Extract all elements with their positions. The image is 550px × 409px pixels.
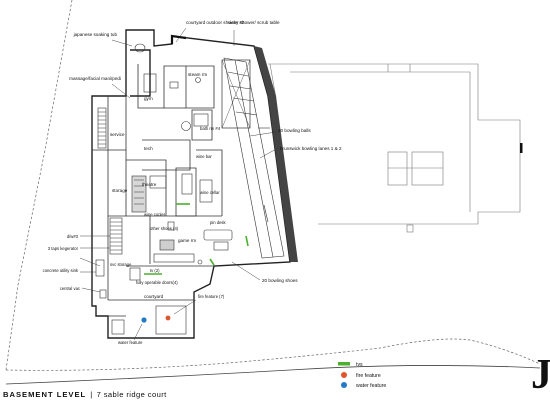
legend-fire-label: fire feature: [356, 373, 381, 379]
brand-logo: J: [531, 352, 550, 398]
north-marker: [520, 143, 523, 153]
legend: tvs fire feature water feature: [338, 362, 386, 389]
street-curve: [5, 365, 541, 385]
tv-markers: [144, 203, 249, 275]
fixtures: [95, 43, 233, 335]
leader-lines: [79, 27, 279, 341]
label-bowling-balls: 20 bowling balls: [278, 128, 311, 133]
label-storage: storage: [112, 188, 128, 193]
legend-tv-swatch: [338, 362, 350, 366]
address: 7 sable ridge court: [96, 390, 167, 399]
fire-feature-marker: [165, 315, 171, 321]
level-title: BASEMENT LEVEL: [3, 390, 87, 399]
label-gym: gym: [144, 96, 153, 101]
label-brunswick-lanes: brunswick bowling lanes 1 & 2: [280, 146, 342, 151]
title-separator: |: [90, 390, 93, 399]
label-bath: bath rm #4: [200, 126, 221, 131]
label-central-vac: central vac: [60, 286, 80, 291]
bowling-lanes: [223, 57, 285, 259]
label-other-shoes: other shoes (4): [150, 226, 179, 231]
label-theatre: theatre: [142, 182, 157, 187]
legend-tv-label: tvs: [356, 362, 363, 368]
label-svc-storage: svc storage: [110, 262, 132, 267]
label-massage: massage/facial mani/pedi: [69, 76, 121, 81]
label-concrete-sink: concrete utility sink: [43, 268, 79, 273]
building-walls: [91, 29, 291, 339]
tv-marker: [209, 258, 215, 266]
site-outline: [5, 0, 541, 371]
legend-water-label: water feature: [356, 383, 386, 389]
label-japanese-soaking-tub: japanese soaking tub: [73, 32, 118, 37]
label-steam-rm: steam rm: [188, 72, 207, 77]
label-tv-2: tv (2): [150, 268, 160, 273]
label-vichy-shower: vichy shower/ scrub table: [228, 20, 280, 25]
label-dw3: d/w#3: [67, 234, 79, 239]
lane-pit: [221, 59, 251, 129]
tv-marker: [245, 235, 249, 247]
corner-bracket: [170, 34, 187, 44]
bowling-wall: [254, 46, 298, 262]
legend-water-swatch: [341, 382, 347, 388]
label-courtyard-shower: courtyard outdoor shower #2: [186, 20, 245, 25]
label-game-rm: game rm: [178, 238, 196, 243]
legend-fire-swatch: [341, 372, 347, 378]
label-tech: tech: [144, 146, 153, 151]
interior-walls: [92, 64, 223, 317]
label-courtyard: courtyard: [144, 294, 164, 299]
label-wine-cooler: wine cooler: [144, 212, 166, 217]
water-feature-marker: [141, 317, 147, 323]
label-pin-desk: pin desk: [210, 220, 227, 225]
label-taps-kegerator: 3 taps kegerator: [48, 246, 79, 251]
label-service: service: [110, 132, 125, 137]
drawing-title: BASEMENT LEVEL|7 sable ridge court: [3, 390, 167, 399]
label-wine-cellar: wine cellar: [200, 190, 220, 195]
label-fully-operable-doors: fully operable doors(4): [136, 280, 178, 285]
label-bowling-shoes: 20 bowling shoes: [262, 278, 298, 283]
stair: [97, 107, 123, 255]
label-water-feature: water feature: [118, 340, 143, 345]
adjacent-structure: [268, 63, 521, 233]
label-fire-feature: fire feature (7): [198, 294, 225, 299]
label-wine-bar: wine bar: [196, 154, 212, 159]
